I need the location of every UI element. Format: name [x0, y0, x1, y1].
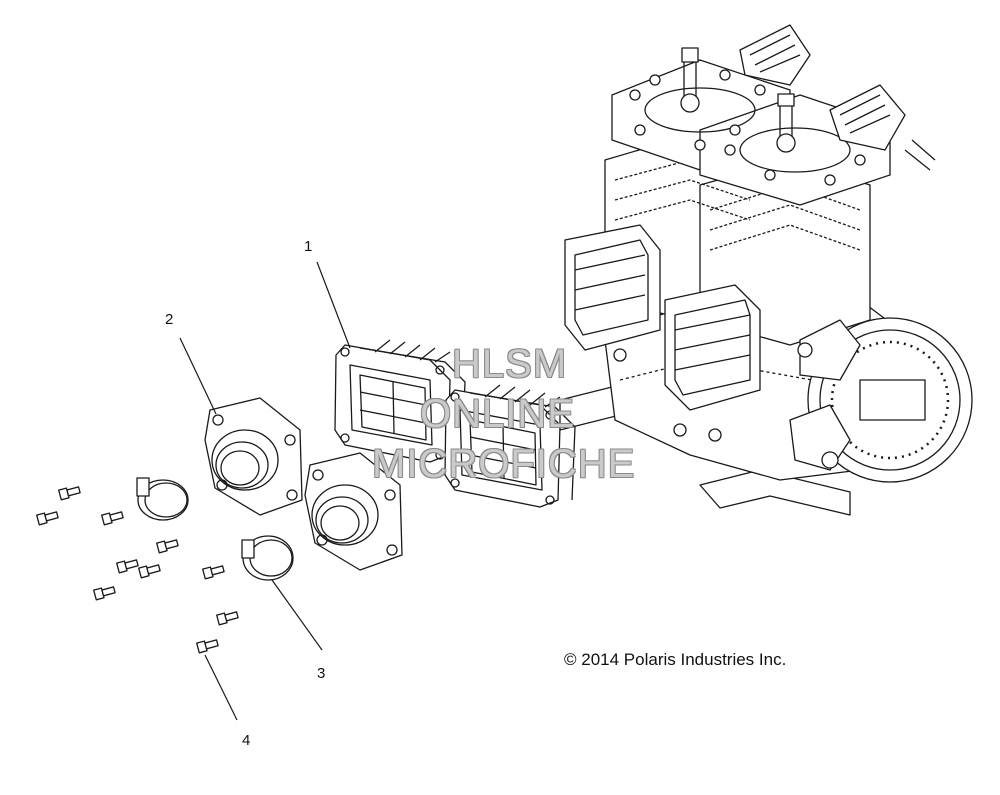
callout-2: 2: [165, 311, 174, 328]
copyright-notice: © 2014 Polaris Industries Inc.: [564, 650, 787, 669]
watermark-line-1: HLSM: [452, 342, 568, 386]
engine-assembly: [559, 24, 973, 516]
leader-lines: [179, 261, 351, 721]
watermark-line-2: ONLINE: [420, 392, 575, 436]
part-3-hose-clamps: [136, 477, 294, 581]
callout-1: 1: [304, 238, 313, 255]
callout-3: 3: [317, 665, 326, 682]
part-2-intake-flanges: [204, 397, 403, 571]
callout-4: 4: [242, 732, 251, 749]
part-4-screws: [36, 486, 239, 654]
part-1-reed-valve-assembly: [334, 339, 576, 508]
watermark-line-3: MICROFICHE: [372, 442, 636, 486]
